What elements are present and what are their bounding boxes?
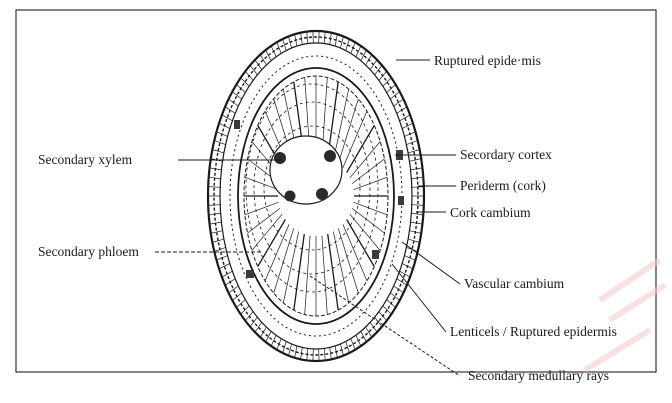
epidermis-hatch — [397, 279, 407, 286]
epidermis-hatch — [277, 339, 281, 350]
lenticel-mark — [398, 196, 404, 205]
epidermis-hatch — [208, 187, 220, 188]
cross-section — [208, 31, 424, 361]
epidermis-hatch — [387, 300, 396, 308]
epidermis-hatch — [222, 271, 232, 277]
epidermis-hatch — [351, 339, 355, 350]
epidermis-hatch — [356, 46, 361, 57]
epidermis-hatch — [241, 78, 249, 87]
epidermis-hatch — [260, 327, 266, 337]
epidermis-hatch — [383, 78, 391, 87]
label-secondary-xylem: Secondary xylem — [38, 152, 133, 167]
leader-lines — [155, 60, 460, 376]
epidermis-hatch — [394, 99, 404, 106]
figure-frame — [16, 10, 656, 372]
epidermis-hatch — [229, 99, 239, 106]
medullary-ray — [338, 228, 358, 293]
epidermis-hatch — [271, 46, 276, 57]
epidermis-hatch — [351, 42, 355, 53]
epidermis-hatch — [361, 50, 367, 61]
epidermis-hatch — [266, 50, 272, 61]
epidermis-hatch — [250, 65, 257, 75]
epidermis-hatch — [387, 84, 396, 92]
lenticel-mark — [372, 250, 379, 259]
label-secondary-phloem: Secondary phloem — [38, 244, 139, 259]
epidermis-hatch — [236, 84, 245, 92]
medullary-ray — [322, 236, 327, 315]
leader-medullary-rays — [310, 276, 460, 376]
epidermis-hatch — [307, 32, 308, 44]
lenticel-mark — [234, 120, 240, 129]
epidermis-hatch — [225, 107, 235, 114]
label-lenticels: Lenticels / Ruptured epidermis — [450, 324, 617, 339]
epidermis-hatch — [260, 55, 266, 65]
label-secondary-cortex: Secordary cortex — [460, 147, 552, 162]
epidermis-hatch — [229, 286, 239, 293]
watermark — [585, 260, 665, 370]
epidermis-hatch — [266, 331, 272, 342]
epidermis-hatch — [236, 300, 245, 308]
epidermis-hatch — [208, 205, 220, 206]
epidermis-hatch — [366, 327, 372, 337]
epidermis-hatch — [397, 107, 407, 114]
primary-xylem-dot — [324, 150, 336, 162]
label-vascular-cambium: Vascular cambium — [464, 276, 565, 291]
primary-xylem-dot — [274, 152, 286, 164]
epidermis-hatch — [356, 335, 361, 346]
primary-xylem-dot — [316, 188, 328, 200]
epidermis-hatch — [394, 286, 404, 293]
label-ruptured-epidermis: Ruptured epide·mis — [434, 53, 541, 68]
epidermis-hatch — [366, 55, 372, 65]
medullary-ray — [305, 236, 310, 315]
label-periderm: Periderm (cork) — [460, 178, 546, 193]
epidermis-hatch — [390, 293, 399, 301]
epidermis-hatch — [271, 335, 276, 346]
label-medullary-rays: Secondary medullary rays — [468, 368, 609, 383]
epidermis-hatch — [324, 348, 325, 360]
epidermis-hatch — [412, 187, 424, 188]
epidermis-hatch — [307, 348, 308, 360]
epidermis-hatch — [390, 92, 399, 100]
label-cork-cambium: Cork cambium — [450, 205, 531, 220]
epidermis-hatch — [277, 42, 281, 53]
epidermis-hatch — [232, 92, 241, 100]
epidermis-hatch — [241, 306, 249, 315]
epidermis-hatch — [383, 306, 391, 315]
lenticel-mark — [246, 270, 254, 278]
primary-xylem-dot — [285, 191, 296, 202]
medullary-ray — [274, 228, 294, 293]
epidermis-hatch — [324, 32, 325, 44]
epidermis-hatch — [225, 279, 235, 286]
epidermis-hatch — [232, 293, 241, 301]
pith — [270, 136, 342, 204]
epidermis-hatch — [412, 205, 424, 206]
epidermis-hatch — [361, 331, 367, 342]
